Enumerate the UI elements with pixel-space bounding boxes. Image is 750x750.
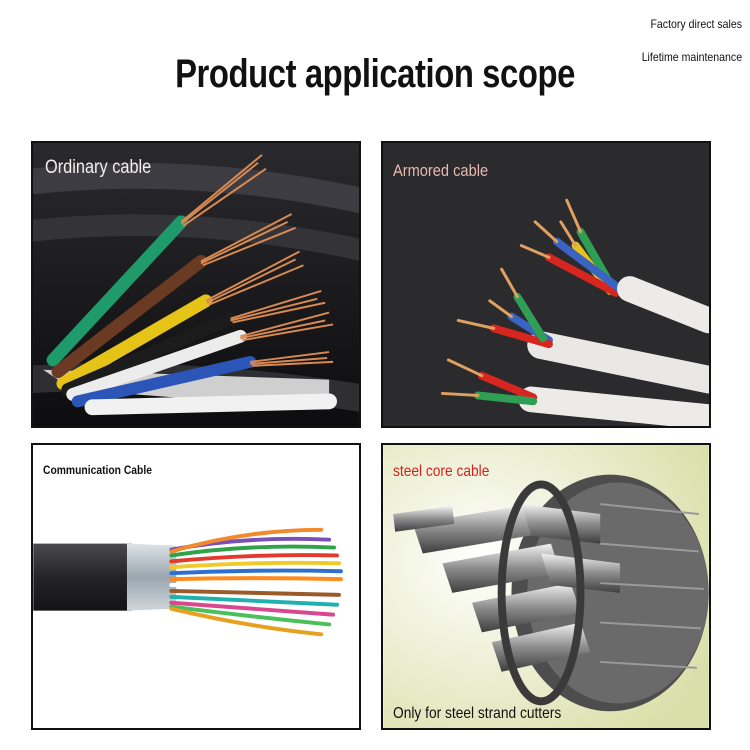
page-title: Product application scope: [175, 52, 575, 96]
panel-ordinary-cable: Ordinary cable: [31, 141, 361, 428]
steel-core-cable-label: steel core cable: [393, 463, 490, 480]
communication-cable-image: [33, 445, 359, 728]
panel-armored-cable: Armored cable: [381, 141, 711, 428]
factory-direct-sales-note: Factory direct sales: [650, 17, 742, 31]
ordinary-cable-image: [33, 143, 359, 426]
panel-communication-cable: Communication Cable: [31, 443, 361, 730]
panel-steel-core-cable: steel core cable Only for steel strand c…: [381, 443, 711, 730]
armored-cable-image: [383, 143, 709, 426]
steel-strand-cutters-note: Only for steel strand cutters: [393, 705, 562, 722]
communication-cable-label: Communication Cable: [43, 463, 152, 477]
ordinary-cable-label: Ordinary cable: [45, 157, 152, 178]
armored-cable-label: Armored cable: [393, 161, 489, 180]
lifetime-maintenance-note: Lifetime maintenance: [641, 50, 742, 64]
steel-core-cable-image: [383, 445, 709, 728]
